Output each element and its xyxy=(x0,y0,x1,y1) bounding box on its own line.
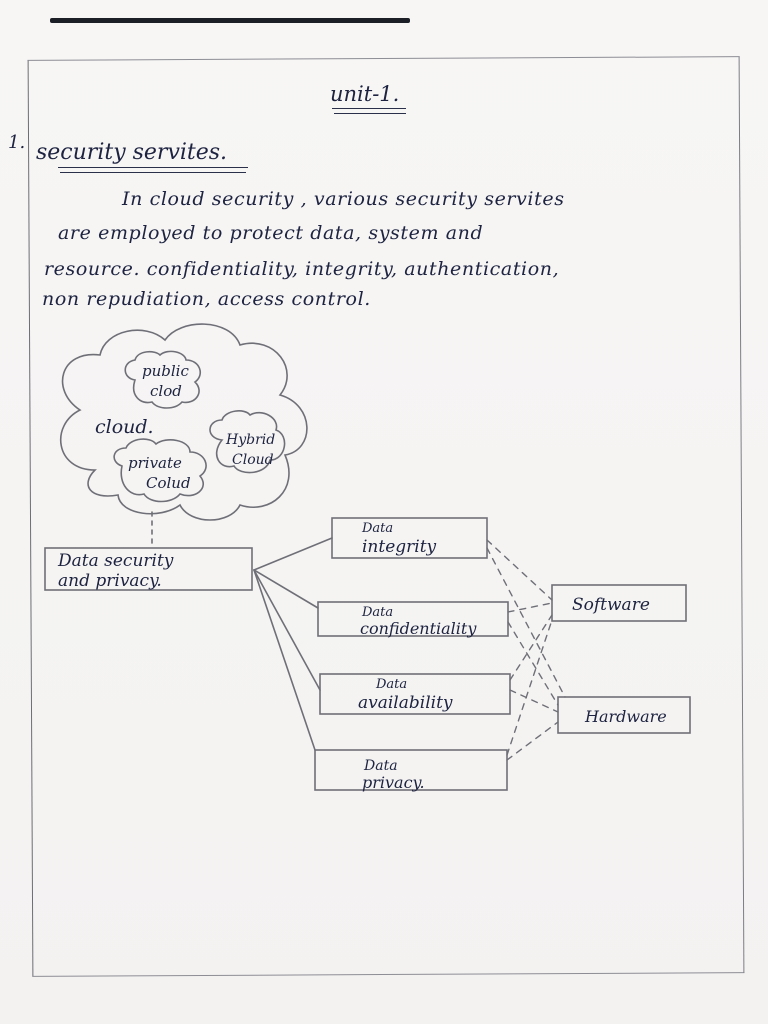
hybrid-cloud-line2: Cloud xyxy=(232,452,274,468)
data-box-privacy xyxy=(314,749,508,791)
hybrid-cloud-shape xyxy=(209,410,286,474)
link-integrity-hardware xyxy=(486,547,566,698)
link-root-confidentiality xyxy=(253,569,319,609)
data-box-availability xyxy=(319,673,511,715)
private-cloud-line2: Colud xyxy=(146,474,191,492)
main-cloud-shape xyxy=(59,323,308,521)
target-box-software xyxy=(551,584,687,622)
root-box xyxy=(44,547,253,591)
paragraph-line-1: In cloud security , various security ser… xyxy=(122,188,565,210)
private-cloud-line1: private xyxy=(128,454,182,472)
link-root-integrity xyxy=(253,537,333,571)
paragraph-line-3: resource. confidentiality, integrity, au… xyxy=(44,258,560,280)
private-cloud-shape xyxy=(113,438,207,503)
cloud-label: cloud. xyxy=(95,416,154,438)
hybrid-cloud-line1: Hybrid xyxy=(225,432,275,448)
data-availability-line2: availability xyxy=(358,693,453,713)
question-heading: security servites. xyxy=(36,140,228,165)
data-box-confidentiality xyxy=(317,601,509,637)
paragraph-line-2: are employed to protect data, system and xyxy=(58,222,484,244)
link-root-privacy xyxy=(253,569,316,751)
heading-underline-2 xyxy=(60,172,246,173)
data-availability-line1: Data xyxy=(375,677,407,692)
public-cloud-shape xyxy=(124,350,202,409)
public-cloud-line2: clod xyxy=(150,382,182,400)
link-privacy-hardware xyxy=(506,721,559,761)
paragraph-line-4: non repudiation, access control. xyxy=(42,288,371,310)
data-integrity-line2: integrity xyxy=(362,537,437,557)
link-privacy-software xyxy=(506,619,553,756)
data-privacy-line2: privacy. xyxy=(362,773,425,792)
link-availability-software xyxy=(509,614,553,681)
data-confidentiality-line2: confidentiality xyxy=(360,619,477,638)
unit-title-underline-2 xyxy=(334,113,406,114)
root-box-line1: Data security xyxy=(57,551,174,571)
hardware-label: Hardware xyxy=(584,707,667,726)
software-label: Software xyxy=(572,595,650,615)
target-box-hardware xyxy=(557,696,691,734)
link-confidentiality-hardware xyxy=(507,621,559,706)
root-box-line2: and privacy. xyxy=(58,571,162,591)
unit-title-underline xyxy=(332,108,406,109)
public-cloud-line1: public xyxy=(142,362,189,380)
link-availability-hardware xyxy=(509,689,559,713)
data-integrity-line1: Data xyxy=(361,521,393,536)
unit-title: unit-1. xyxy=(330,82,400,106)
link-confidentiality-software xyxy=(507,602,553,613)
link-integrity-software xyxy=(486,539,553,601)
data-confidentiality-line1: Data xyxy=(361,605,393,620)
data-privacy-line1: Data xyxy=(363,758,398,774)
question-number: 1. xyxy=(8,132,26,153)
heading-underline xyxy=(58,167,248,168)
page-shadow-edge xyxy=(50,18,410,23)
link-root-availability xyxy=(253,569,321,691)
